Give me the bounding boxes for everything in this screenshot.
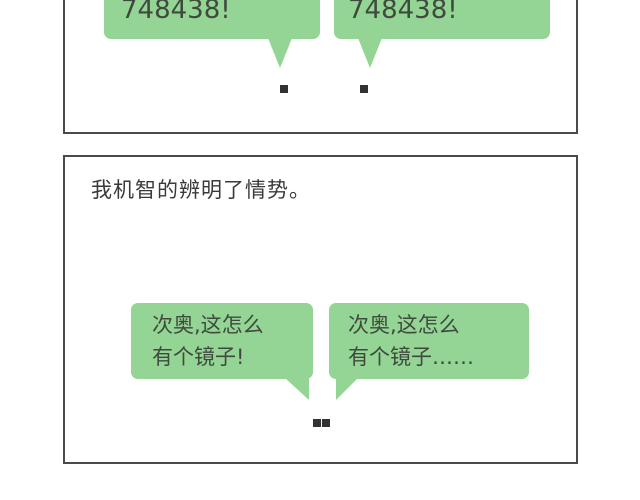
speech-line-2: 有个镜子…… — [348, 345, 474, 369]
speech-bubble-tail — [336, 378, 358, 400]
speech-text: 748438! — [121, 0, 231, 25]
speech-line-2: 有个镜子! — [152, 345, 245, 369]
speech-bubble-right: 次奥,这怎么 有个镜子…… — [329, 303, 529, 379]
ellipsis-mark — [313, 419, 321, 427]
speech-text: 748438! — [348, 0, 458, 25]
speech-line-1: 次奥,这怎么 — [348, 313, 460, 337]
speech-bubble-tail — [285, 378, 309, 400]
speech-bubble-tail — [268, 38, 292, 68]
narration-caption: 我机智的辨明了情势。 — [91, 178, 311, 202]
speech-bubble-left: 748438! — [104, 0, 320, 39]
ellipsis-mark — [280, 85, 288, 93]
speech-bubble-tail — [358, 38, 382, 68]
speech-bubble-right: 748438! — [334, 0, 550, 39]
speech-line-1: 次奥,这怎么 — [152, 313, 264, 337]
ellipsis-mark — [322, 419, 330, 427]
ellipsis-mark — [360, 85, 368, 93]
speech-bubble-left: 次奥,这怎么 有个镜子! — [131, 303, 313, 379]
